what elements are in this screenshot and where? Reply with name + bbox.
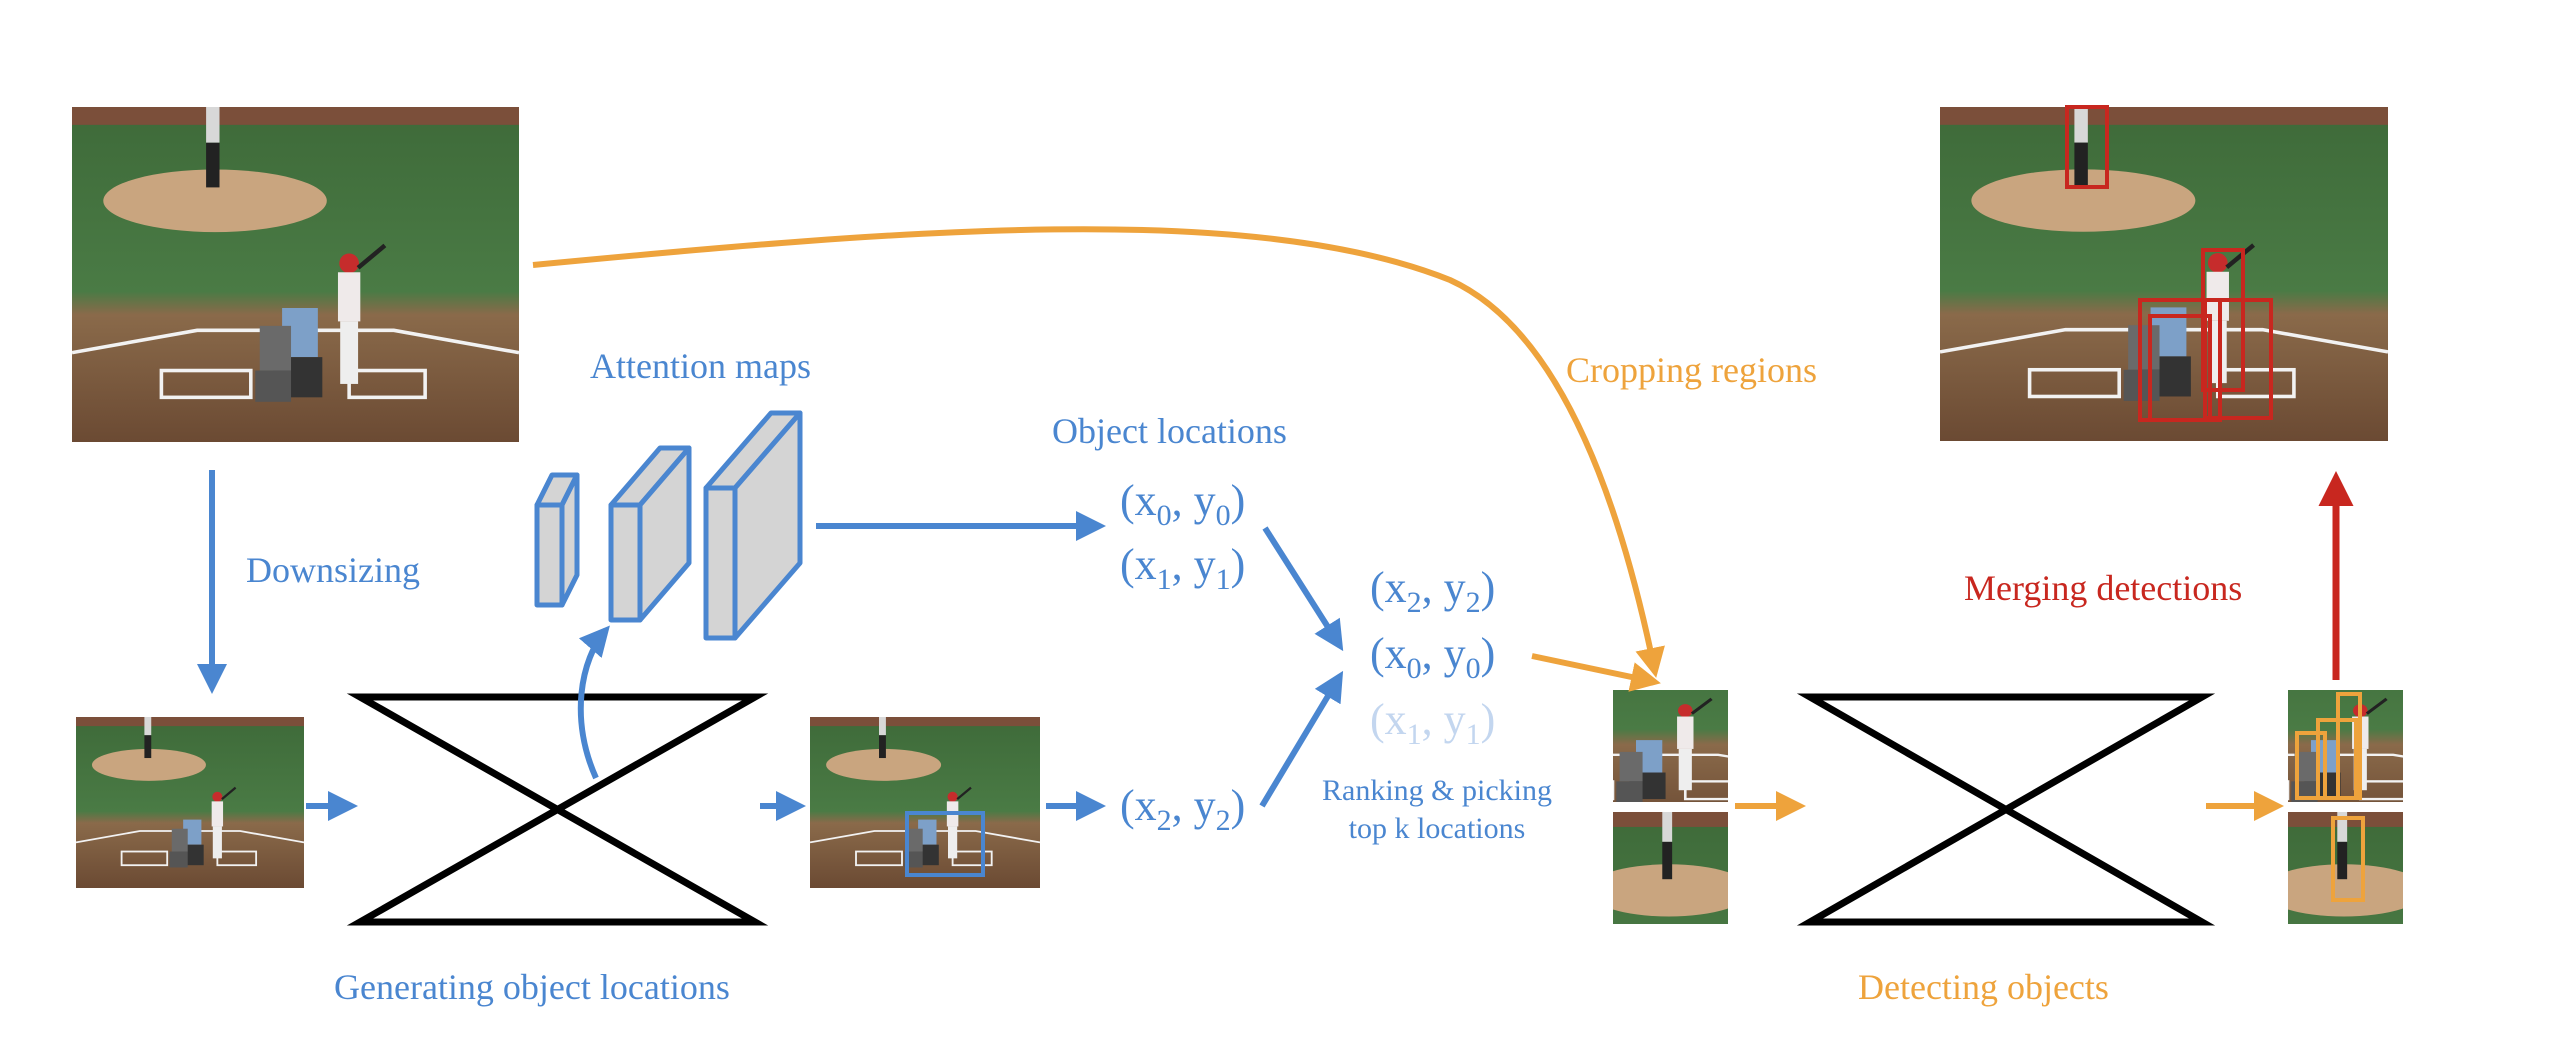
ranked-location-coord: (x1, y1) xyxy=(1370,695,1495,751)
attention-maps-label: Attention maps xyxy=(590,346,811,386)
cropping-arrow xyxy=(532,226,1665,678)
input-scene-image xyxy=(72,107,519,442)
detecting-objects-label: Detecting objects xyxy=(1858,967,2109,1007)
arrow-ranking-to-crops xyxy=(1531,653,1661,692)
merging-detections-label: Merging detections xyxy=(1964,568,2242,608)
attention-map-medium xyxy=(608,445,692,623)
ranked-location-coord: (x0, y0) xyxy=(1370,629,1495,685)
detected-crop-pitcher-image xyxy=(2288,812,2403,924)
crop-pitcher-image xyxy=(1613,812,1728,924)
location-network xyxy=(346,693,769,926)
ranked-location-coord: (x2, y2) xyxy=(1370,563,1495,619)
location-box xyxy=(905,811,985,877)
object-locations-label: Object locations xyxy=(1052,411,1287,451)
detected-crop-batter-image xyxy=(2288,690,2403,802)
attention-map-large xyxy=(703,410,803,641)
downsizing-label: Downsizing xyxy=(246,550,420,590)
detection-box-umpire xyxy=(2148,314,2212,422)
result-scene-image xyxy=(1940,105,2388,441)
ranking-label-line1: Ranking & picking xyxy=(1322,774,1552,807)
ranking-label-line2: top k locations xyxy=(1349,812,1526,845)
detection-box-group xyxy=(2203,298,2273,420)
downsized-scene-image xyxy=(76,717,304,888)
coordinate-lists: (x0, y0) (x1, y1) (x2, y2) (x2, y2) (x0, y0)… xyxy=(1120,476,1495,837)
blue-arrows xyxy=(197,470,1344,821)
object-location-coord: (x1, y1) xyxy=(1120,540,1245,596)
orange-arrows xyxy=(532,226,2284,821)
located-scene-image xyxy=(810,717,1040,888)
arrow-single-to-ranking xyxy=(1259,670,1344,808)
object-location-coord: (x0, y0) xyxy=(1120,476,1245,532)
arrow-locations-to-ranking xyxy=(1262,526,1344,652)
attention-maps-stack xyxy=(534,410,803,641)
attention-map-small xyxy=(534,472,580,608)
generating-object-locations-label: Generating object locations xyxy=(334,967,730,1007)
single-location-coord: (x2, y2) xyxy=(1120,781,1245,837)
detection-network xyxy=(1796,693,2216,926)
detection-box-pitcher xyxy=(2065,105,2109,189)
cropping-regions-label: Cropping regions xyxy=(1566,350,1817,390)
attention-arrow xyxy=(577,625,610,780)
